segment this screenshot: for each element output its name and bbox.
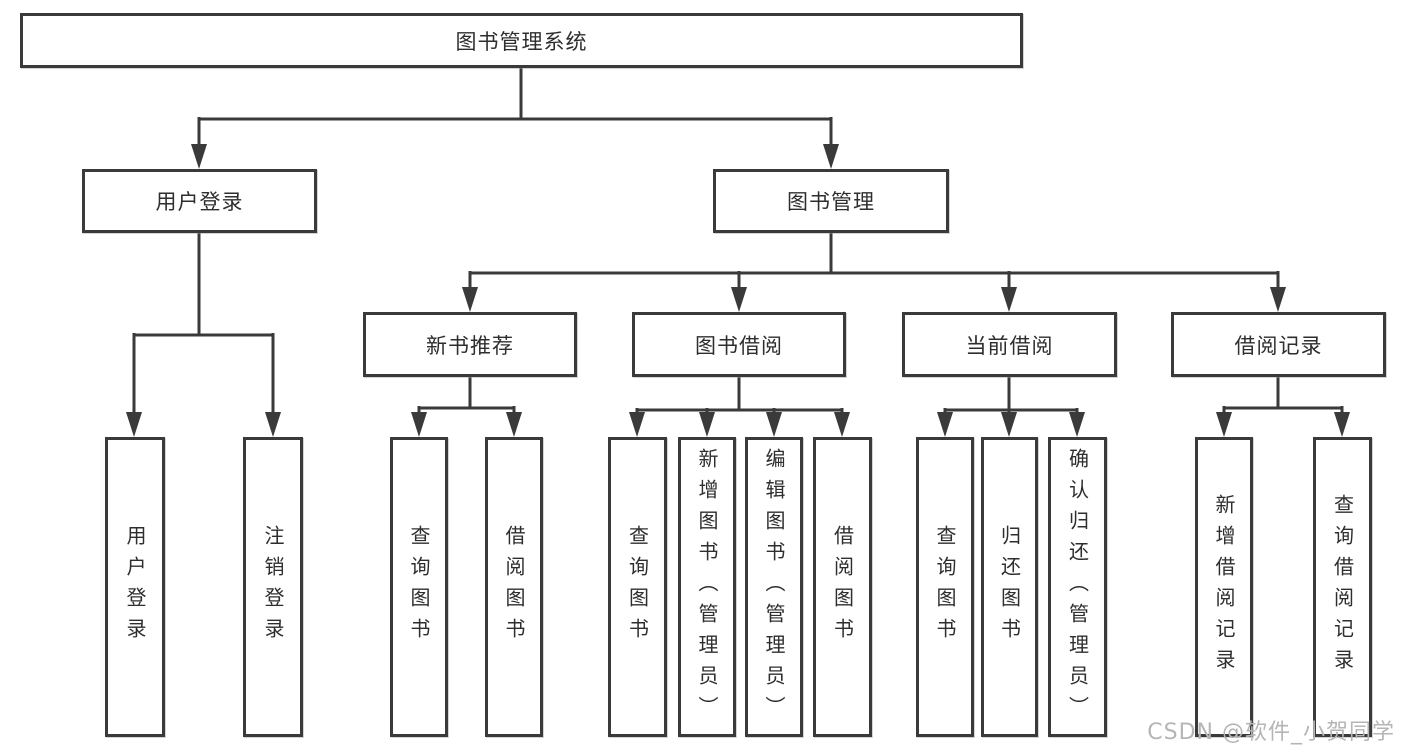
- node-label: 新增图书（管理员）: [695, 447, 719, 727]
- node-new-book-recommendation: 新书推荐: [363, 312, 577, 377]
- leaf-confirm-return-admin: 确认归还（管理员）: [1048, 437, 1107, 737]
- leaf-add-borrow-record: 新增借阅记录: [1195, 437, 1253, 737]
- leaf-user-login: 用户登录: [105, 437, 165, 737]
- node-label: 图书借阅: [695, 333, 783, 358]
- leaf-borrow-books: 借阅图书: [813, 437, 872, 737]
- leaf-edit-books-admin: 编辑图书（管理员）: [745, 437, 803, 737]
- csdn-watermark: CSDN @软件_小贺同学: [1147, 720, 1395, 745]
- node-borrowing-records: 借阅记录: [1171, 312, 1386, 377]
- leaf-return-books: 归还图书: [981, 437, 1038, 737]
- node-label: 图书管理系统: [455, 29, 588, 54]
- node-book-management: 图书管理: [713, 169, 949, 233]
- node-label: 注销登录: [261, 525, 285, 649]
- node-label: 当前借阅: [965, 333, 1054, 358]
- node-label: 新书推荐: [426, 333, 514, 358]
- leaf-logout: 注销登录: [243, 437, 303, 737]
- node-label: 查询图书: [933, 525, 957, 649]
- node-label: 用户登录: [123, 525, 147, 649]
- node-label: 图书管理: [787, 190, 875, 214]
- node-current-borrowing: 当前借阅: [902, 312, 1117, 377]
- node-label: 查询图书: [407, 525, 431, 649]
- node-book-borrowing: 图书借阅: [632, 312, 846, 377]
- leaf-query-books: 查询图书: [608, 437, 667, 737]
- leaf-add-books-admin: 新增图书（管理员）: [678, 437, 736, 737]
- node-label: 编辑图书（管理员）: [762, 447, 786, 727]
- arrowheads: [126, 144, 1350, 437]
- leaf-query-books-recommend: 查询图书: [390, 437, 448, 737]
- leaf-borrow-books-recommend: 借阅图书: [485, 437, 543, 737]
- node-label: 确认归还（管理员）: [1065, 447, 1090, 727]
- node-label: 借阅图书: [830, 525, 855, 649]
- node-label: 查询图书: [625, 525, 650, 649]
- node-label: 借阅图书: [502, 525, 526, 649]
- node-label: 归还图书: [997, 525, 1022, 649]
- node-library-management-system: 图书管理系统: [20, 13, 1023, 68]
- leaf-query-borrow-record: 查询借阅记录: [1313, 437, 1372, 737]
- node-label: 查询借阅记录: [1330, 494, 1355, 680]
- node-label: 用户登录: [155, 190, 244, 214]
- node-label: 新增借阅记录: [1212, 494, 1236, 680]
- leaf-query-books-current: 查询图书: [916, 437, 974, 737]
- node-label: 借阅记录: [1234, 333, 1323, 358]
- node-user-login: 用户登录: [82, 169, 317, 233]
